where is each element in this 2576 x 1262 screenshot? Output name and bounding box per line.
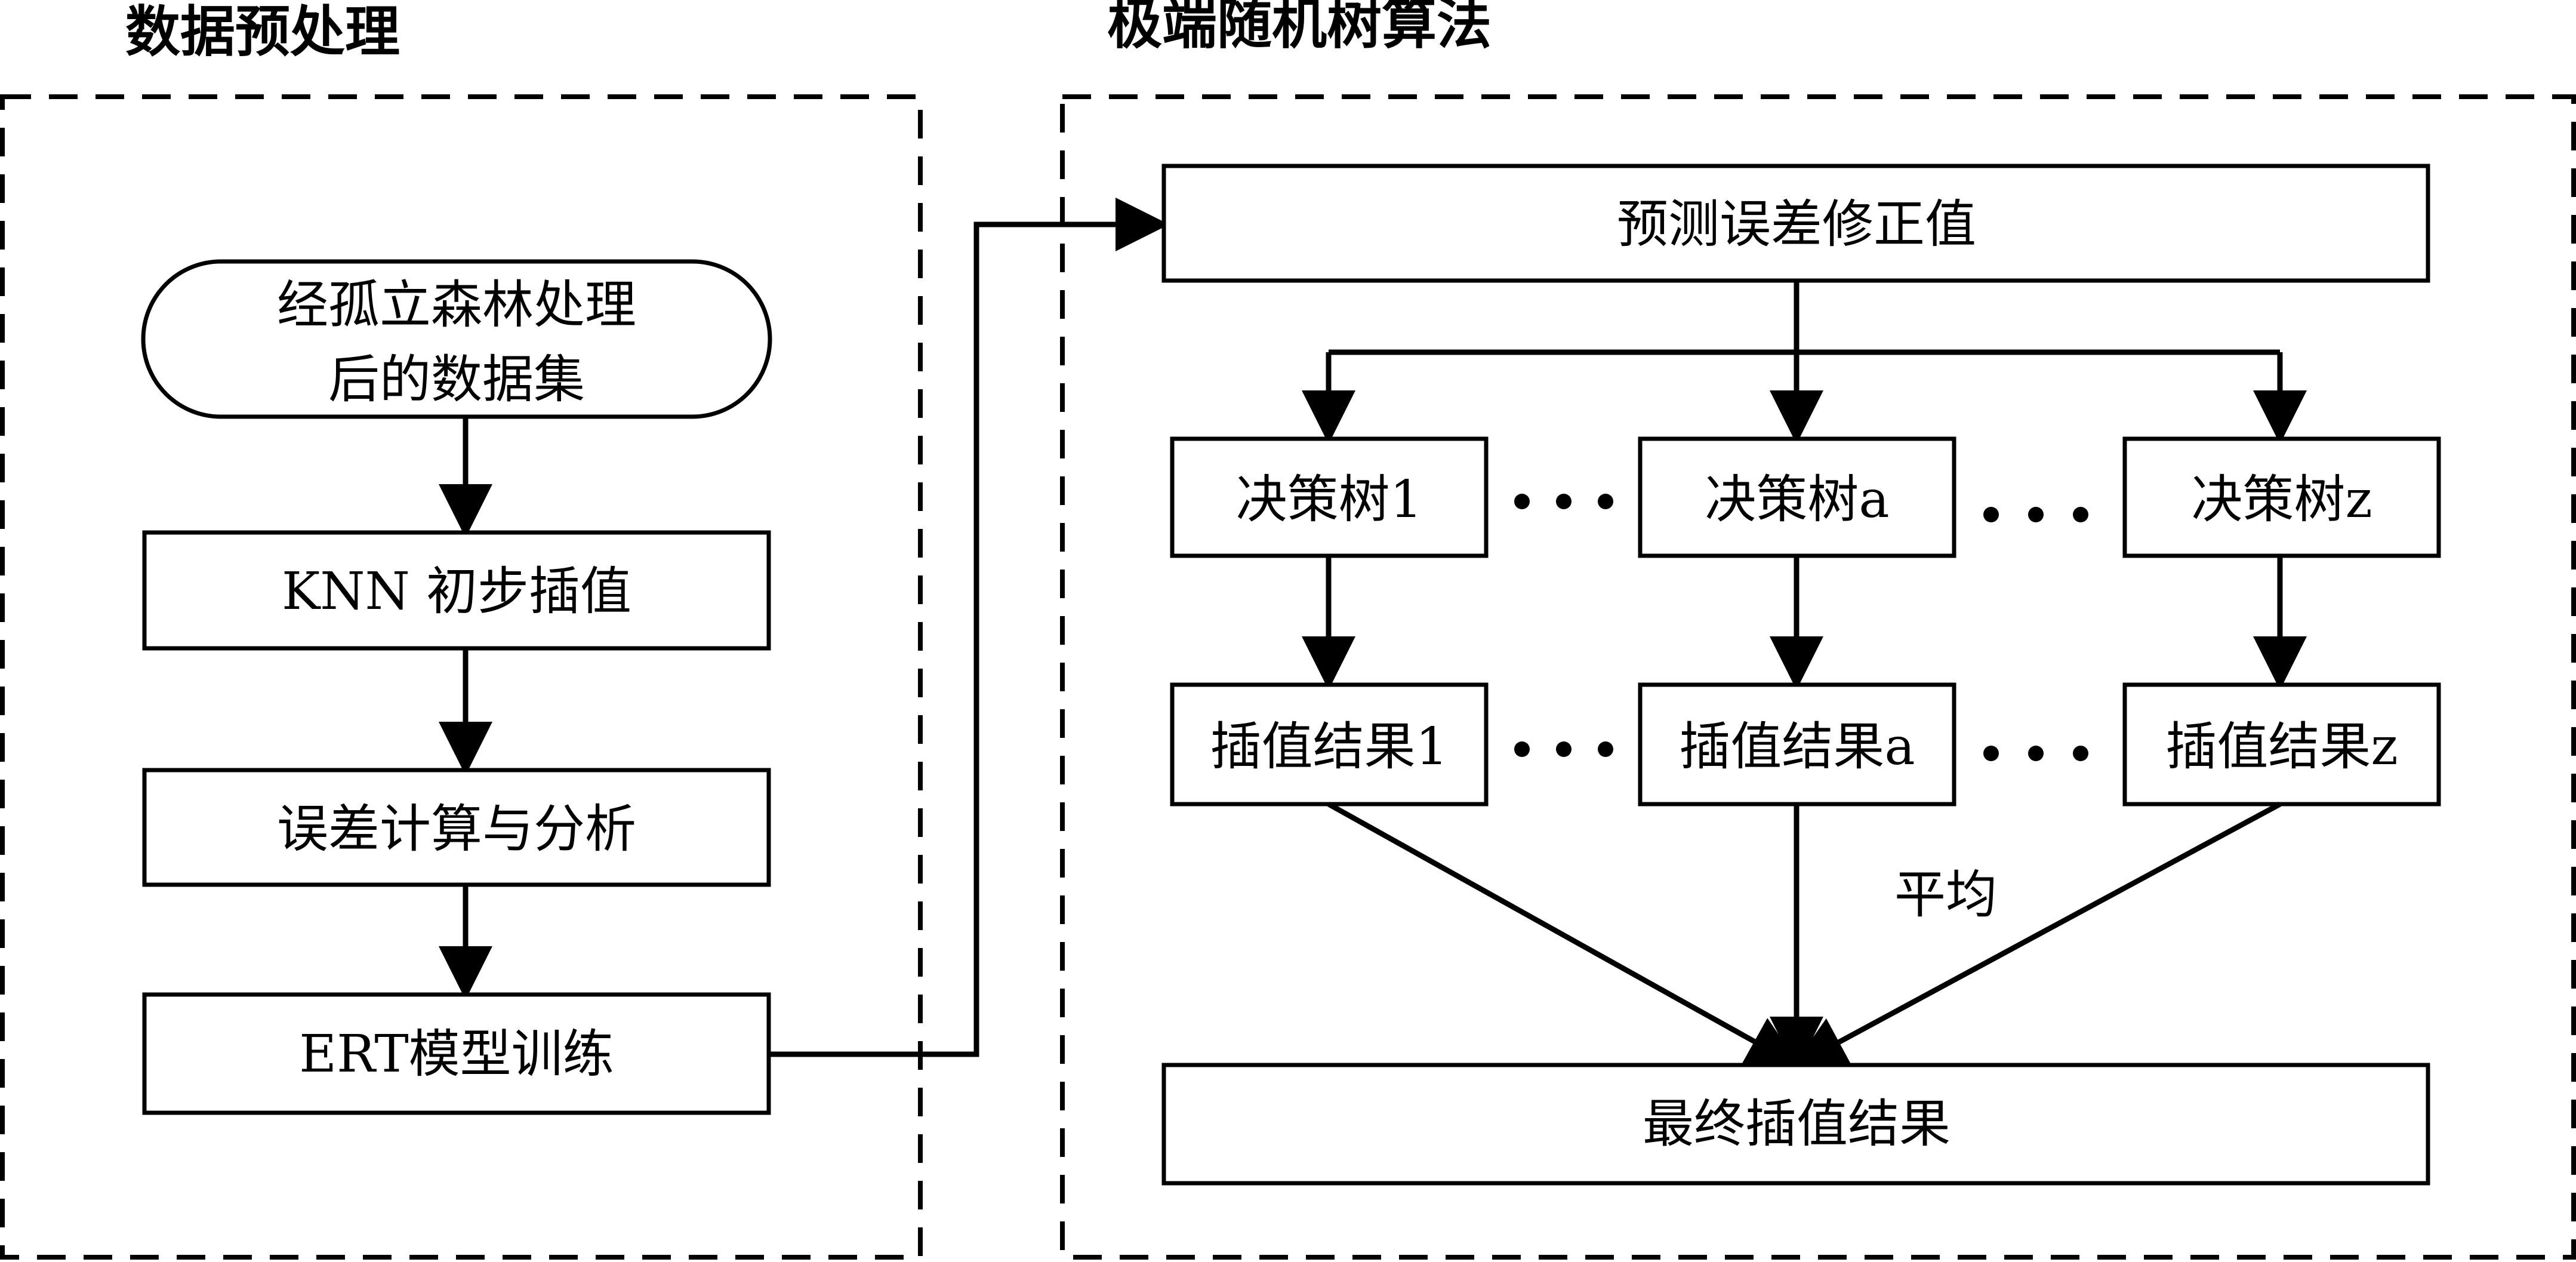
ert-algorithm-title: 极端随机树算法 [1107, 0, 1492, 56]
error-correction-label: 预测误差修正值 [1617, 195, 1976, 254]
result-a-label: 插值结果a [1679, 717, 1915, 777]
result-z-box [2122, 682, 2441, 807]
tree-ellipsis-1 [1514, 494, 1613, 509]
decision-tree-a-box [1638, 436, 1956, 558]
result-z-label: 插值结果z [2165, 717, 2398, 777]
arrow-result-1-to-final [1327, 802, 1801, 1068]
arrow-result-z-to-final [1792, 802, 2282, 1068]
final-result-label: 最终插值结果 [1643, 1094, 1951, 1154]
decision-tree-a-label: 决策树a [1705, 470, 1889, 530]
average-label: 平均 [1894, 865, 1997, 925]
ert-training-label: ERT模型训练 [299, 1024, 614, 1084]
preprocessing-group-frame [0, 94, 923, 1260]
input-dataset-label-line2: 后的数据集 [328, 350, 585, 410]
knn-interpolation-box [142, 530, 771, 651]
error-analysis-label: 误差计算与分析 [277, 799, 636, 859]
result-ellipsis-2 [1983, 746, 2088, 761]
knn-interpolation-label: KNN 初步插值 [282, 562, 631, 621]
input-dataset-label-line1: 经孤立森林处理 [277, 275, 636, 335]
tree-ellipsis-2 [1983, 507, 2088, 522]
error-analysis-box [142, 768, 771, 887]
result-1-label: 插值结果1 [1210, 717, 1449, 777]
decision-tree-1-box [1170, 436, 1489, 558]
result-1-box [1170, 682, 1489, 807]
decision-tree-z-label: 决策树z [2191, 470, 2372, 530]
decision-tree-1-label: 决策树1 [1236, 470, 1423, 530]
preprocessing-title: 数据预处理 [125, 0, 400, 64]
ert-group-frame [1060, 94, 2576, 1260]
decision-tree-z-box [2122, 436, 2441, 558]
input-dataset-terminal [141, 259, 772, 419]
arrow-training-to-correction [769, 198, 1169, 1057]
result-ellipsis-1 [1514, 741, 1613, 757]
result-a-box [1638, 682, 1956, 807]
ert-training-box [142, 992, 771, 1115]
final-result-box [1161, 1063, 2430, 1186]
